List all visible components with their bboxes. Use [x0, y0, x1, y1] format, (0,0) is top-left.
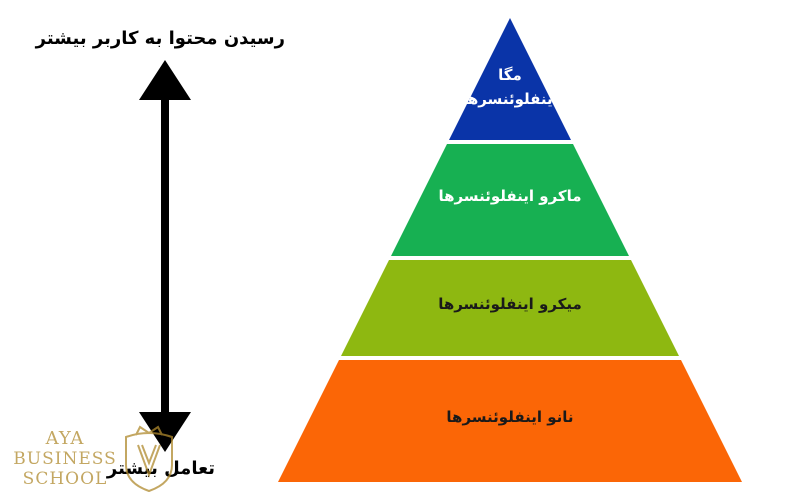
- arrow-head-down: [139, 412, 191, 452]
- watermark-line-3: SCHOOL: [22, 469, 108, 489]
- tier-label-1: مگا اینفلوئنسرها: [400, 63, 620, 111]
- tier-label-line: ماکرو اینفلوئنسرها: [438, 187, 582, 205]
- arrow-shaft: [161, 95, 169, 417]
- tier-label-line: اینفلوئنسرها: [462, 90, 558, 108]
- watermark-line-2: BUSINESS: [13, 449, 117, 469]
- arrow-head-up: [139, 60, 191, 100]
- tier-label-line: میکرو اینفلوئنسرها: [438, 295, 582, 313]
- bottom-label: تعامل بیشتر: [106, 458, 215, 479]
- tier-label-3: میکرو اینفلوئنسرها: [400, 292, 620, 316]
- top-label: رسیدن محتوا به کاربر بیشتر: [35, 28, 285, 49]
- pyramid-tier-2: [391, 144, 629, 256]
- watermark-line-1: AYA: [45, 428, 85, 449]
- tier-label-2: ماکرو اینفلوئنسرها: [400, 184, 620, 208]
- crown-shield-logo-icon: [125, 425, 173, 493]
- pyramid-tier-3: [341, 260, 679, 356]
- watermark-logo: AYA BUSINESS SCHOOL: [10, 425, 200, 495]
- pyramid-tier-1: [449, 18, 571, 140]
- tier-label-line: مگا: [498, 66, 522, 84]
- tier-label-line: نانو اینفلوئنسرها: [446, 408, 574, 426]
- tier-label-4: نانو اینفلوئنسرها: [400, 405, 620, 429]
- pyramid-tier-4: [278, 360, 742, 482]
